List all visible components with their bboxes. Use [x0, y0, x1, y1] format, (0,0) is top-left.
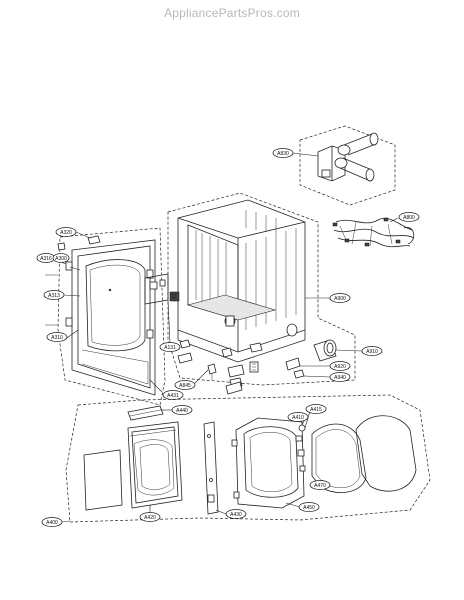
callout-a800-label: A800	[403, 215, 415, 221]
door-handle-strip[interactable]	[127, 405, 173, 421]
callout-a920-label: A920	[334, 364, 346, 370]
callout-a430-label: A430	[230, 512, 242, 518]
callout-a415-label: A415	[310, 407, 322, 413]
callout-a316-label: A316	[40, 256, 52, 262]
callout-a400-label: A400	[46, 520, 58, 526]
callout-a320: A320	[55, 227, 77, 237]
watermark-text: AppliancePartsPros.com	[164, 6, 300, 20]
callout-a910-label: A910	[366, 349, 378, 355]
callout-a415: A415	[305, 404, 327, 414]
callout-a316: A316	[36, 253, 56, 263]
door-group-leader	[61, 520, 71, 523]
callout-a313: A313	[43, 290, 65, 300]
callout-a910: A910	[361, 346, 383, 356]
callout-a313-label: A313	[48, 293, 60, 299]
door-frame[interactable]	[127, 421, 183, 514]
callout-a800: A800	[398, 212, 420, 222]
callout-a131: A131	[159, 342, 181, 352]
cabinet-group-boundary	[167, 192, 356, 386]
callout-a450-label: A450	[303, 505, 315, 511]
callout-a410: A410	[287, 412, 309, 422]
door-latch-parts[interactable]	[295, 410, 311, 472]
callout-a320-label: A320	[60, 230, 72, 236]
door-blank-panel[interactable]	[83, 449, 123, 511]
callout-a430: A430	[225, 509, 247, 519]
callout-a830-label: A830	[277, 151, 289, 157]
callout-a420: A420	[139, 512, 161, 522]
callout-a431: A431	[162, 390, 184, 400]
callout-a431-label: A431	[167, 393, 179, 399]
callout-a300-label: A300	[55, 256, 67, 262]
inner-door[interactable]	[231, 417, 305, 509]
front-panel[interactable]	[45, 231, 180, 396]
exhaust-duct[interactable]	[313, 339, 363, 362]
door-group-boundary	[65, 394, 431, 523]
callout-a420-label: A420	[144, 515, 156, 521]
callout-a440-label: A440	[176, 408, 188, 414]
callout-a845: A845	[174, 380, 196, 390]
callout-a900: A900	[329, 293, 351, 303]
callout-a845-label: A845	[179, 383, 191, 389]
callout-a440: A440	[171, 405, 193, 415]
callout-a940: A940	[329, 372, 351, 382]
duct-assembly[interactable]	[292, 125, 396, 206]
callout-a470: A470	[309, 480, 331, 490]
callout-a450: A450	[298, 502, 320, 512]
cabinet[interactable]	[177, 199, 330, 363]
callout-a830: A830	[272, 148, 294, 158]
callout-a310: A310	[46, 332, 68, 342]
wire-harness[interactable]	[332, 217, 415, 248]
front-panel-group-boundary	[57, 227, 166, 406]
door-hinge-strip[interactable]	[203, 421, 227, 515]
callout-a920: A920	[329, 361, 351, 371]
callout-a410-label: A410	[292, 415, 304, 421]
callout-a131-label: A131	[164, 345, 176, 351]
callout-a300: A300	[52, 253, 70, 263]
callout-a400: A400	[41, 517, 63, 527]
door-glass[interactable]	[355, 415, 417, 492]
callout-a470-label: A470	[314, 483, 326, 489]
callout-a940-label: A940	[334, 375, 346, 381]
callout-a310-label: A310	[51, 335, 63, 341]
callout-a900-label: A900	[334, 296, 346, 302]
leveling-feet[interactable]	[177, 339, 331, 395]
